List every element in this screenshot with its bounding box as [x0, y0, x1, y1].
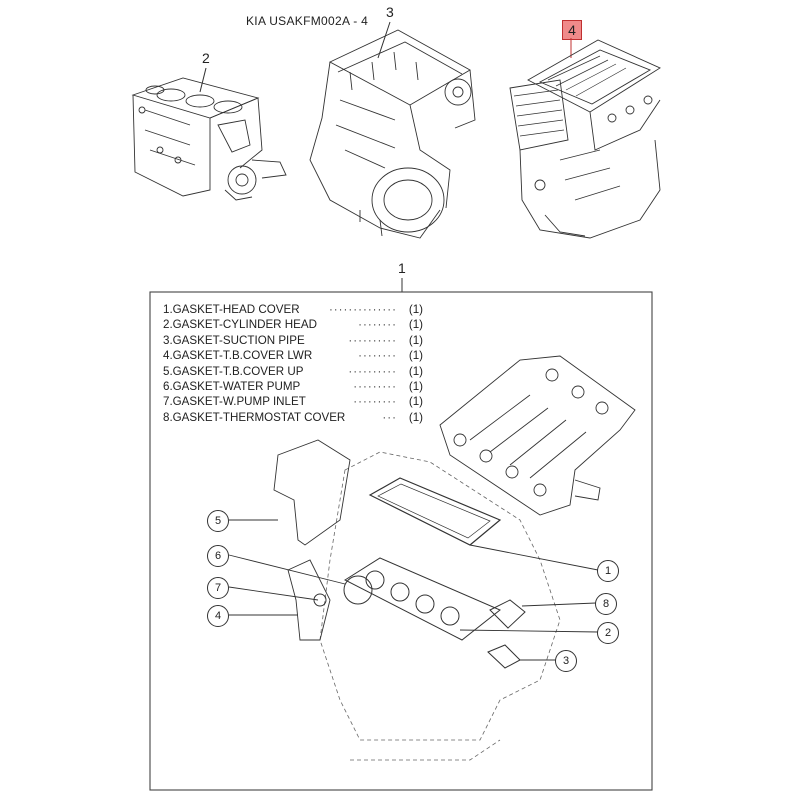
- short-block-drawing[interactable]: [131, 77, 287, 201]
- list-item[interactable]: 3.GASKET-SUCTION PIPE··········(1): [163, 333, 423, 347]
- assembly-2-label[interactable]: 2: [202, 50, 210, 66]
- callout-1[interactable]: 1: [597, 560, 619, 582]
- engine-ghost-outline: [319, 451, 561, 761]
- assembly-3-label[interactable]: 3: [386, 4, 394, 20]
- list-item[interactable]: 2.GASKET-CYLINDER HEAD········(1): [163, 318, 423, 332]
- water-pump-gasket-drawing[interactable]: [343, 575, 373, 605]
- head-cover-gasket-inner: [377, 483, 491, 539]
- list-item[interactable]: 4.GASKET-T.B.COVER LWR········(1): [163, 349, 423, 363]
- list-item[interactable]: 7.GASKET-W.PUMP INLET·········(1): [163, 395, 423, 409]
- list-item[interactable]: 6.GASKET-WATER PUMP·········(1): [163, 379, 423, 393]
- engine-with-head-drawing[interactable]: [509, 39, 661, 239]
- list-item[interactable]: 8.GASKET-THERMOSTAT COVER···(1): [163, 410, 423, 424]
- callout-8[interactable]: 8: [595, 593, 617, 615]
- engine-assembly-drawing[interactable]: [309, 29, 476, 239]
- cylinder-head-gasket-drawing[interactable]: [343, 557, 501, 641]
- intake-manifold-drawing[interactable]: [439, 355, 636, 516]
- parts-list: 1.GASKET-HEAD COVER··············(1) 2.G…: [163, 302, 423, 425]
- suction-pipe-gasket-drawing[interactable]: [487, 644, 521, 669]
- callout-5[interactable]: 5: [207, 510, 229, 532]
- list-item[interactable]: 1.GASKET-HEAD COVER··············(1): [163, 303, 423, 316]
- head-cover-gasket-drawing[interactable]: [368, 477, 502, 546]
- callout-2[interactable]: 2: [597, 622, 619, 644]
- gasket-kit-frame: [149, 291, 653, 791]
- document-id: KIA USAKFM002A - 4: [246, 14, 369, 28]
- thermostat-gasket-drawing[interactable]: [489, 599, 526, 629]
- callout-4[interactable]: 4: [207, 605, 229, 627]
- callout-7[interactable]: 7: [207, 577, 229, 599]
- assembly-3-leader: [377, 21, 391, 59]
- water-pump-inlet-gasket-drawing[interactable]: [313, 593, 327, 607]
- assembly-2-leader: [199, 67, 207, 93]
- callout-3[interactable]: 3: [555, 650, 577, 672]
- list-item[interactable]: 5.GASKET-T.B.COVER UP··········(1): [163, 364, 423, 378]
- gasket-kit-label[interactable]: 1: [398, 260, 406, 276]
- assembly-4-label-highlighted[interactable]: 4: [562, 20, 582, 40]
- timing-cover-upper-drawing[interactable]: [273, 439, 351, 546]
- callout-leaders: [228, 519, 599, 661]
- timing-cover-lower-drawing[interactable]: [287, 559, 331, 641]
- callout-6[interactable]: 6: [207, 545, 229, 567]
